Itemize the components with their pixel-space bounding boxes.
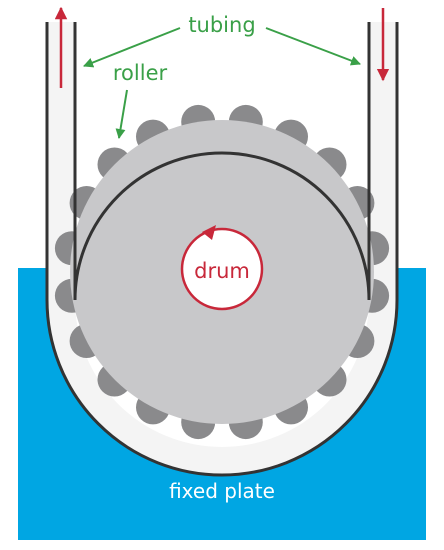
drum-rotation-arrowhead — [202, 225, 216, 240]
fixed-plate-label: fixed plate — [169, 479, 275, 503]
drum-rotation-circle — [180, 227, 264, 311]
roller-arrow — [115, 89, 128, 139]
fixed-plate — [18, 268, 426, 540]
tubing-label: tubing — [188, 13, 255, 37]
tubing-inner-wall — [73, 22, 371, 301]
tubing-arrow-left — [83, 27, 181, 68]
drum-label: drum — [194, 259, 250, 283]
roller-label: roller — [113, 61, 168, 85]
tubing-arrow-right — [265, 27, 361, 66]
tubing-outer-wall — [45, 22, 399, 477]
